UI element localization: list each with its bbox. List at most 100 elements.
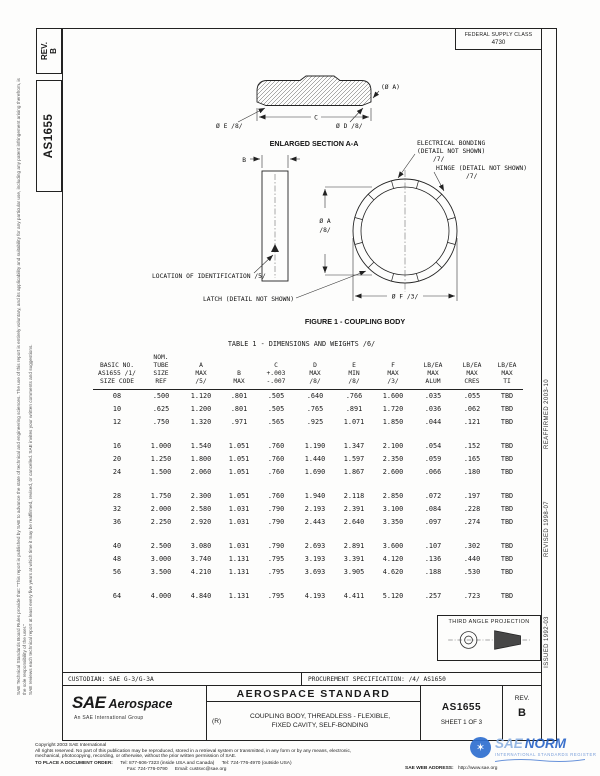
table-cell: .165	[463, 455, 481, 463]
table-cell: .136	[424, 555, 442, 563]
table-cell: 2.580	[190, 505, 212, 513]
table-cell: 5.120	[382, 592, 404, 600]
dim-e-label: Ø E /8/	[216, 122, 243, 130]
table-group-spacer	[93, 579, 523, 590]
federal-supply-class-label: FEDERAL SUPPLY CLASS	[464, 32, 533, 39]
table-cell: 2.391	[343, 505, 365, 513]
copyright-line: Copyright 2003 SAE International	[35, 743, 107, 748]
table-cell: .790	[267, 542, 285, 550]
table-cell: .180	[463, 468, 481, 476]
table-cell: .054	[424, 442, 442, 450]
table-cell: .766	[345, 392, 363, 400]
table-cell: .790	[267, 505, 285, 513]
order-tel-1: Tel: 877-606-7323 (inside USA and Canada…	[120, 761, 215, 766]
watermark-swoosh	[495, 758, 585, 763]
table-cell: TBD	[500, 418, 514, 426]
table-cell: 4.120	[382, 555, 404, 563]
table-cell: TBD	[500, 492, 514, 500]
revision-mark: (R)	[212, 718, 222, 725]
table-cell: .066	[424, 468, 442, 476]
table-cell: .723	[463, 592, 481, 600]
latch-label: LATCH (DETAIL NOT SHOWN)	[203, 296, 294, 303]
table-cell: .505	[267, 405, 285, 413]
table-cell: TBD	[500, 405, 514, 413]
title-block: SAE Aerospace An SAE International Group…	[62, 686, 541, 741]
table-cell: 1.940	[304, 492, 326, 500]
table-cell: .795	[267, 555, 285, 563]
table-cell: .500	[152, 392, 170, 400]
procurement-spec-text: PROCUREMENT SPECIFICATION: /4/ AS1650	[308, 675, 446, 683]
table-cell: .059	[424, 455, 442, 463]
reaffirmed-date: REAFFIRMED 2003-10	[543, 379, 550, 449]
table-cell: .801	[230, 392, 248, 400]
document-order-block: TO PLACE A DOCUMENT ORDER: Tel: 877-606-…	[35, 761, 415, 773]
table-cell: .790	[267, 518, 285, 526]
title-block-rev-cell: REV. B	[503, 686, 541, 741]
order-fax: Fax: 724-776-0790	[127, 766, 168, 772]
document-title-line-2: FIXED CAVITY, SELF-BONDING	[271, 721, 369, 729]
latch-leader	[295, 270, 367, 299]
table-cell: 1.120	[190, 392, 212, 400]
table-cell: 1.250	[150, 455, 172, 463]
table-cell: 1.031	[228, 505, 250, 513]
table-cell: 1.051	[228, 492, 250, 500]
federal-supply-class-box: FEDERAL SUPPLY CLASS 4730	[455, 29, 541, 51]
table-cell: 28	[112, 492, 122, 500]
table-cell: 2.118	[343, 492, 365, 500]
table-cell: .971	[230, 418, 248, 426]
table-cell: 1.867	[343, 468, 365, 476]
table-cell: 2.600	[382, 468, 404, 476]
table-cell: 3.193	[304, 555, 326, 563]
electrical-bonding-leader	[397, 153, 416, 179]
electrical-bonding-note: /7/	[433, 156, 445, 163]
table-cell: 2.920	[190, 518, 212, 526]
table-cell: 2.000	[150, 505, 172, 513]
table-cell: 2.193	[304, 505, 326, 513]
table-cell: 1.850	[382, 418, 404, 426]
table-cell: .228	[463, 505, 481, 513]
table-cell: .565	[267, 418, 285, 426]
margin-rev-value: B	[49, 48, 58, 54]
table-cell: 1.031	[228, 518, 250, 526]
table-cell: 2.100	[382, 442, 404, 450]
table-cell: 20	[112, 455, 122, 463]
table-title: TABLE 1 - DIMENSIONS AND WEIGHTS /6/	[227, 340, 376, 348]
table-cell: 12	[112, 418, 122, 426]
column-header: BASIC NO.AS1655 /1/SIZE CODE	[93, 354, 141, 390]
order-email: Email: custsvc@sae.org	[174, 766, 227, 772]
dim-a-label: Ø A	[319, 217, 331, 225]
table-cell: .257	[424, 592, 442, 600]
table-cell: 32	[112, 505, 122, 513]
table-cell: TBD	[500, 392, 514, 400]
table-cell: .062	[463, 405, 481, 413]
sheet-number: SHEET 1 OF 3	[440, 718, 483, 726]
logo-aerospace-text: Aerospace	[108, 697, 173, 711]
custodian-text: CUSTODIAN: SAE G-3/G-3A	[62, 673, 302, 685]
issued-date: ISSUED 1992-03	[543, 616, 550, 668]
column-header: C+.003-.007	[257, 354, 295, 390]
table-cell: 1.071	[343, 418, 365, 426]
hinge-note: /7/	[466, 173, 478, 180]
table-cell: 3.000	[150, 555, 172, 563]
table-cell: 1.200	[190, 405, 212, 413]
watermark-text-norm: NORM	[524, 736, 567, 751]
rev-label: REV.	[514, 695, 530, 702]
table-cell: 08	[112, 392, 122, 400]
table-cell: TBD	[500, 592, 514, 600]
left-margin-disclaimer: SAE Technical Standards Board Rules prov…	[16, 75, 34, 695]
document-number: AS1655	[441, 701, 482, 713]
table-cell: 1.051	[228, 442, 250, 450]
table-cell: .121	[463, 418, 481, 426]
table-cell: 64	[112, 592, 122, 600]
table-cell: 1.031	[228, 542, 250, 550]
